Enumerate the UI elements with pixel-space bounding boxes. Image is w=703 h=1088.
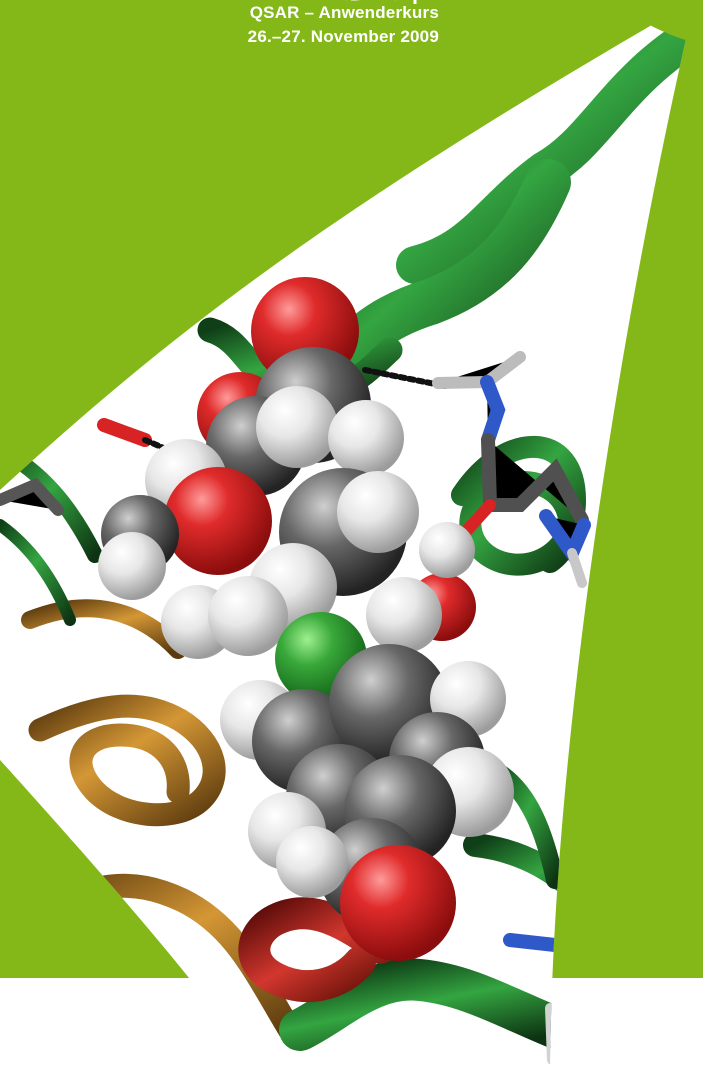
title-fragment-shape	[345, 0, 417, 4]
clipped-title-fragment	[327, 0, 437, 4]
space-filling-molecule	[98, 277, 514, 961]
course-date: 26.–27. November 2009	[247, 27, 439, 46]
top-right-green-wedge	[602, 0, 703, 44]
course-title: QSAR – Anwenderkurs	[249, 3, 439, 22]
